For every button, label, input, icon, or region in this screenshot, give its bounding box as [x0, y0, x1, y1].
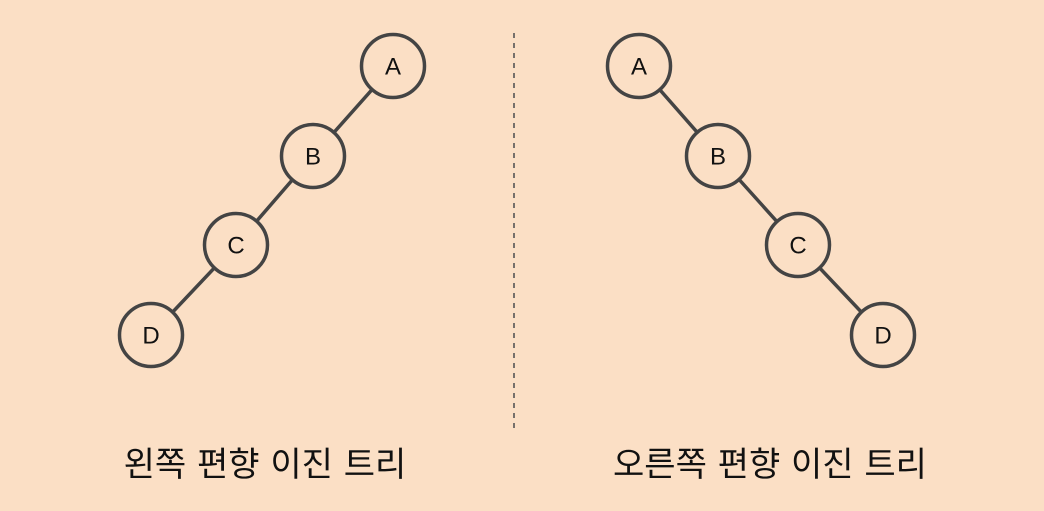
right-node-d-label: D	[874, 323, 891, 350]
right-node-d: D	[849, 301, 917, 369]
left-node-a: A	[359, 32, 427, 100]
right-node-a: A	[605, 32, 673, 100]
right-tree-caption: 오른쪽 편향 이진 트리	[613, 445, 927, 485]
left-node-b-label: B	[305, 144, 321, 171]
right-node-c: C	[764, 211, 832, 279]
left-node-c: C	[202, 211, 270, 279]
left-node-d-label: D	[142, 323, 159, 350]
right-node-b-label: B	[710, 144, 726, 171]
left-node-b: B	[279, 122, 347, 190]
left-node-d: D	[117, 301, 185, 369]
left-tree-caption: 왼쪽 편향 이진 트리	[123, 445, 407, 485]
right-node-a-label: A	[631, 54, 647, 81]
right-node-c-label: C	[789, 233, 806, 260]
left-node-a-label: A	[385, 54, 401, 81]
right-node-b: B	[684, 122, 752, 190]
left-node-c-label: C	[227, 233, 244, 260]
